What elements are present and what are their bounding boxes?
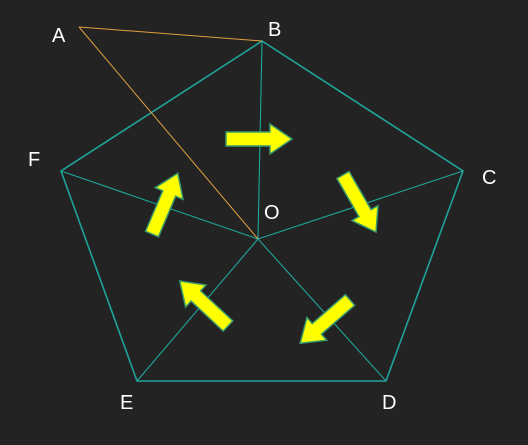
- label-a: A: [52, 25, 66, 47]
- label-b: B: [268, 19, 281, 41]
- arrow-right: [225, 122, 294, 156]
- rotation-arrows: [144, 122, 379, 345]
- spoke-oe: [136, 238, 259, 382]
- arrow-up-left: [178, 280, 234, 333]
- arrow-down-right: [335, 170, 379, 234]
- label-o: O: [264, 202, 280, 224]
- label-f: F: [28, 149, 40, 171]
- spoke-od: [257, 238, 387, 382]
- arrow-down-left: [299, 293, 356, 345]
- triangle-abo: [78, 26, 263, 240]
- arrow-up: [144, 172, 185, 238]
- label-d: D: [382, 392, 396, 414]
- pentagon-outline: [60, 40, 464, 382]
- segment-ao: [78, 26, 259, 240]
- label-c: C: [482, 167, 496, 189]
- label-e: E: [120, 392, 133, 414]
- segment-ab: [78, 26, 263, 42]
